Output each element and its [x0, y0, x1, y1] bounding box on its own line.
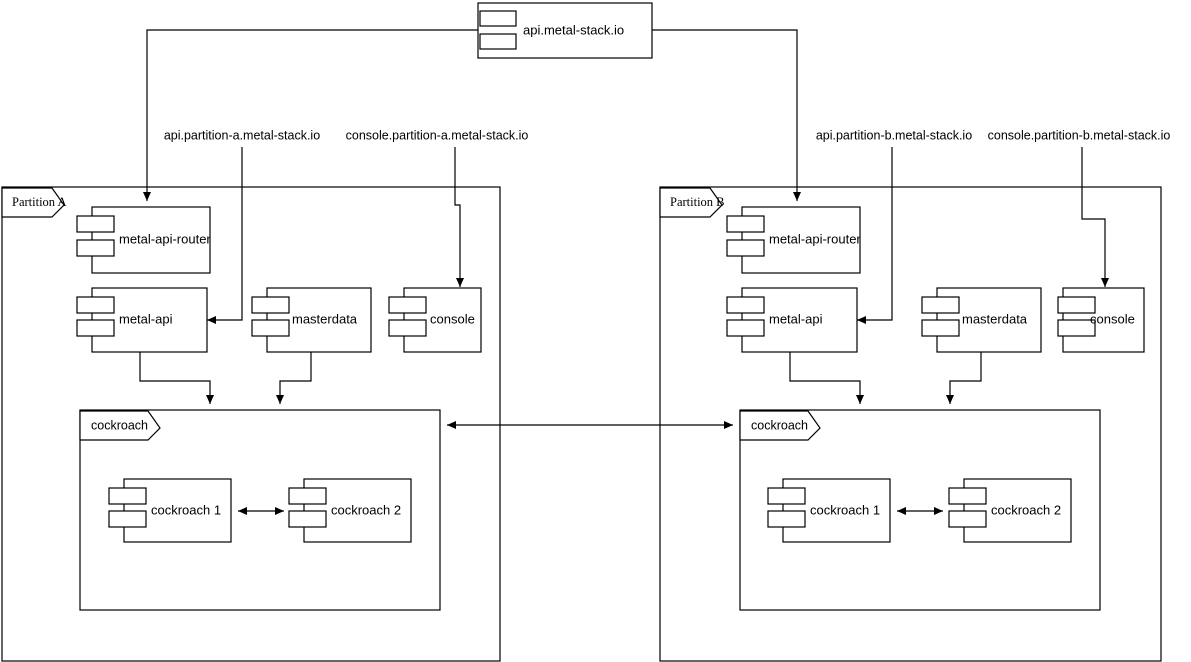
label-console-partition-a-endpoint: console.partition-a.metal-stack.io: [346, 128, 529, 142]
component-metal-api-router-b-label: metal-api-router: [769, 231, 861, 246]
component-masterdata-b[interactable]: masterdata: [921, 287, 1042, 353]
edge-masterdata-a-to-cockroach: [276, 352, 312, 404]
component-metal-api-router-a-label: metal-api-router: [119, 231, 211, 246]
component-metal-api-b-label: metal-api: [769, 311, 823, 326]
label-api-partition-b-endpoint: api.partition-b.metal-stack.io: [816, 128, 972, 142]
cockroach-cluster-a-tab-label: cockroach: [91, 418, 148, 432]
cockroach-cluster-b-tab-label: cockroach: [751, 418, 808, 432]
component-cockroach-1-b[interactable]: cockroach 1: [767, 478, 891, 543]
component-masterdata-a-label: masterdata: [292, 311, 358, 326]
component-console-a-label: console: [430, 311, 475, 326]
component-cockroach-2-b-label: cockroach 2: [991, 502, 1061, 517]
edge-metal-api-a-to-cockroach: [139, 352, 214, 404]
edge-api-to-partition-a-router: [143, 29, 478, 201]
component-cockroach-2-a[interactable]: cockroach 2: [288, 478, 412, 543]
edge-api-to-partition-b-router: [652, 29, 801, 201]
edge-console-partition-b-to-console: [1081, 147, 1109, 287]
component-api-metal-stack-io-label: api.metal-stack.io: [523, 22, 624, 37]
component-console-b[interactable]: console: [1057, 287, 1145, 353]
edge-api-partition-b-to-metal-api: [857, 147, 893, 324]
component-cockroach-2-b[interactable]: cockroach 2: [948, 478, 1072, 543]
component-masterdata-a[interactable]: masterdata: [251, 287, 372, 353]
label-console-partition-b-endpoint: console.partition-b.metal-stack.io: [988, 128, 1171, 142]
component-metal-api-router-b[interactable]: metal-api-router: [726, 206, 861, 274]
label-api-partition-a-endpoint: api.partition-a.metal-stack.io: [164, 128, 320, 142]
component-console-b-label: console: [1090, 311, 1135, 326]
edge-metal-api-b-to-cockroach: [789, 352, 864, 404]
component-metal-api-b[interactable]: metal-api: [726, 287, 858, 353]
component-cockroach-2-a-label: cockroach 2: [331, 502, 401, 517]
partition-a-tab-label: Partition A: [12, 195, 67, 209]
edge-console-partition-a-to-console: [454, 147, 464, 287]
component-cockroach-1-b-label: cockroach 1: [810, 502, 880, 517]
component-metal-api-router-a[interactable]: metal-api-router: [76, 206, 211, 274]
component-console-a[interactable]: console: [388, 287, 482, 353]
component-masterdata-b-label: masterdata: [962, 311, 1028, 326]
component-metal-api-a[interactable]: metal-api: [76, 287, 208, 353]
edge-api-partition-a-to-metal-api: [207, 147, 243, 324]
partition-b-tab-label: Partition B: [670, 195, 725, 209]
edge-masterdata-b-to-cockroach: [946, 352, 982, 404]
component-api-metal-stack-io[interactable]: api.metal-stack.io: [477, 2, 653, 59]
component-metal-api-a-label: metal-api: [119, 311, 173, 326]
component-cockroach-1-a[interactable]: cockroach 1: [108, 478, 232, 543]
component-cockroach-1-a-label: cockroach 1: [151, 502, 221, 517]
